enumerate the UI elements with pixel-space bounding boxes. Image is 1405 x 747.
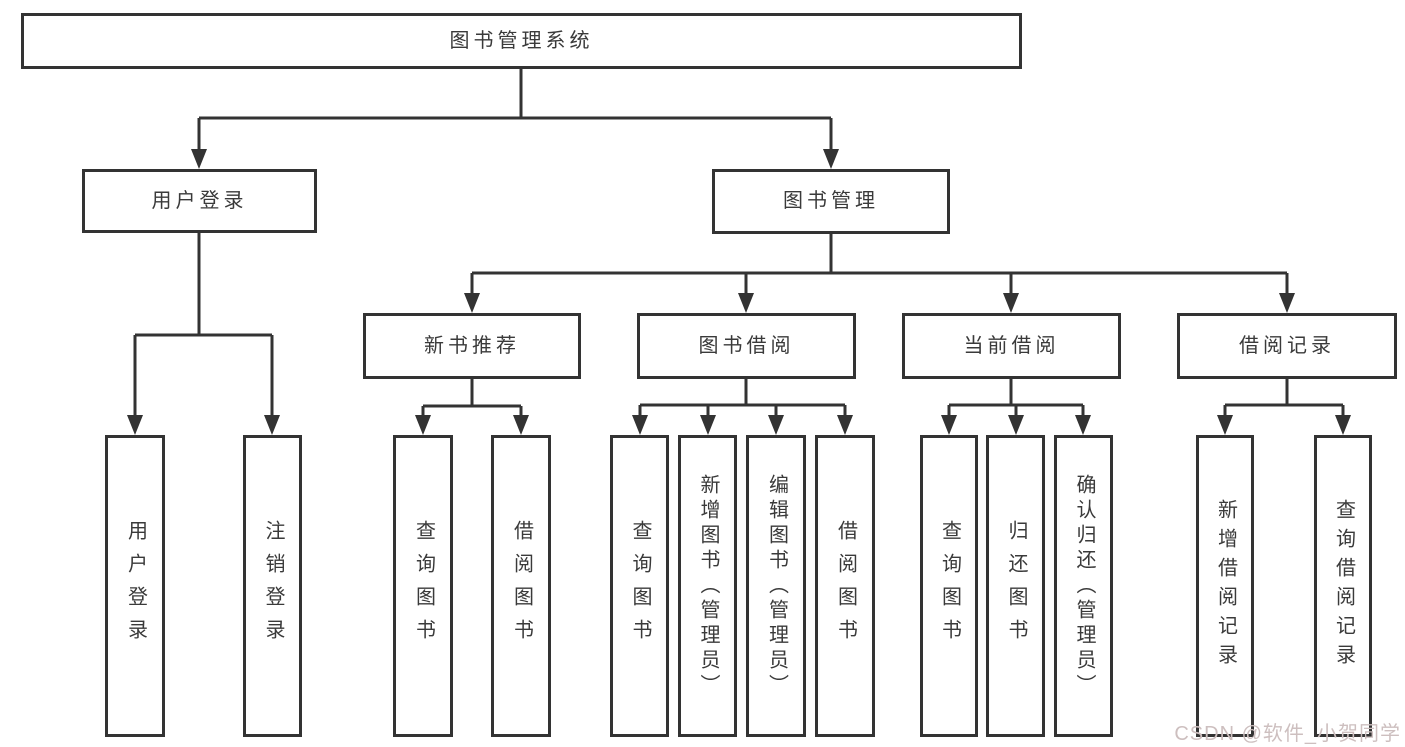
node-book-management: 图书管理 [712, 169, 950, 234]
arrowhead-icon [941, 415, 957, 435]
node-leaf-current-return-books: 归还图书 [986, 435, 1045, 737]
arrowhead-icon [823, 149, 839, 169]
connector-path [1223, 379, 1345, 421]
node-leaf-user-login: 用户登录 [105, 435, 165, 737]
node-leaf-logout: 注销登录 [243, 435, 302, 737]
connector-path [133, 233, 274, 421]
arrowhead-icon [768, 415, 784, 435]
node-leaf-records-add-record: 新增借阅记录 [1196, 435, 1254, 737]
connector-path [470, 234, 1289, 299]
node-new-book-recommend: 新书推荐 [363, 313, 581, 379]
arrowhead-icon [464, 293, 480, 313]
node-borrow-records: 借阅记录 [1177, 313, 1397, 379]
arrowhead-icon [191, 149, 207, 169]
node-leaf-borrowing-query-books: 查询图书 [610, 435, 669, 737]
connector-path [947, 379, 1085, 421]
csdn-watermark: CSDN @软件_小贺同学 [1174, 723, 1401, 745]
arrowhead-icon [1003, 293, 1019, 313]
node-leaf-borrowing-borrow-books: 借阅图书 [815, 435, 875, 737]
node-leaf-borrowing-add-books: 新增图书（管理员） [678, 435, 737, 737]
node-current-borrowing: 当前借阅 [902, 313, 1121, 379]
arrowhead-icon [1279, 293, 1295, 313]
arrowhead-icon [1335, 415, 1351, 435]
arrowhead-icon [1008, 415, 1024, 435]
arrowhead-icon [513, 415, 529, 435]
arrowhead-icon [738, 293, 754, 313]
node-book-borrowing: 图书借阅 [637, 313, 856, 379]
node-leaf-borrowing-edit-books: 编辑图书（管理员） [746, 435, 806, 737]
arrowhead-icon [700, 415, 716, 435]
node-user-login: 用户登录 [82, 169, 317, 233]
connector-path [421, 379, 523, 421]
connector-path [197, 69, 833, 155]
arrowhead-icon [264, 415, 280, 435]
node-leaf-current-confirm-return: 确认归还（管理员） [1054, 435, 1113, 737]
connector-path [638, 379, 847, 421]
arrowhead-icon [837, 415, 853, 435]
node-leaf-records-query-record: 查询借阅记录 [1314, 435, 1372, 737]
node-leaf-current-query-books: 查询图书 [920, 435, 978, 737]
node-leaf-recommend-query-books: 查询图书 [393, 435, 453, 737]
arrowhead-icon [1075, 415, 1091, 435]
node-leaf-recommend-borrow-books: 借阅图书 [491, 435, 551, 737]
node-root-library-system: 图书管理系统 [21, 13, 1022, 69]
arrowhead-icon [127, 415, 143, 435]
arrowhead-icon [1217, 415, 1233, 435]
arrowhead-icon [415, 415, 431, 435]
arrowhead-icon [632, 415, 648, 435]
